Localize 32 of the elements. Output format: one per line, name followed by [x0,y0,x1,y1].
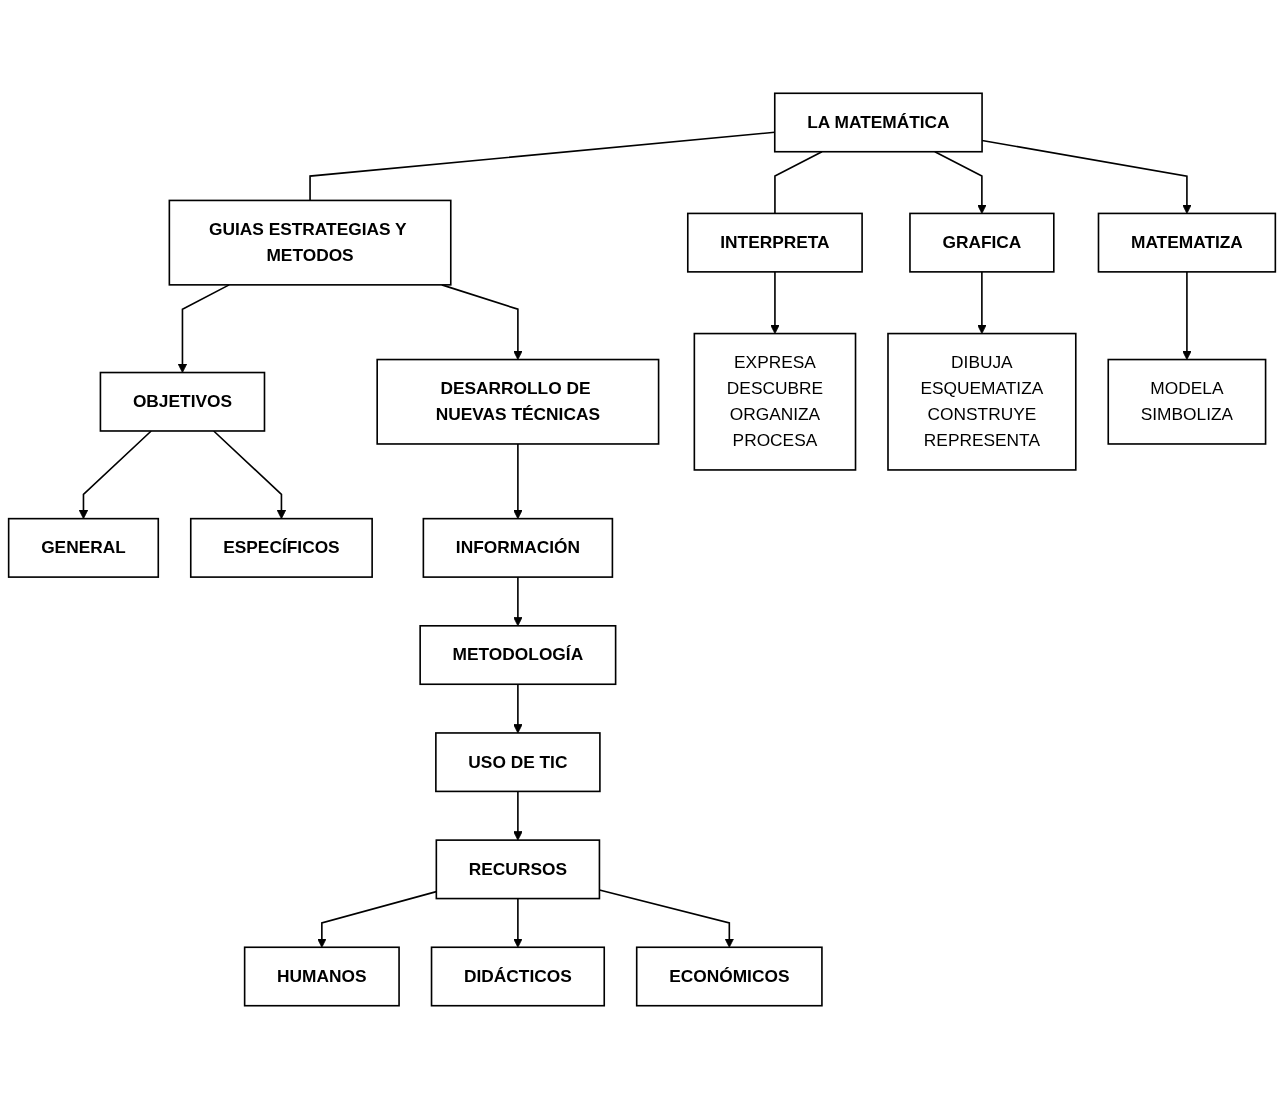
node-box: DIDÁCTICOS [430,946,606,1007]
arrow [78,430,152,520]
node-box: METODOLOGÍA [419,625,617,686]
node-box: MATEMATIZA [1097,212,1277,273]
node-box: DIBUJA ESQUEMATIZA CONSTRUYE REPRESENTA [887,332,1077,471]
arrow [212,430,287,520]
arrow [770,271,780,334]
arrow [513,790,523,841]
node-box: ESPECÍFICOS [189,517,373,578]
arrow [513,443,523,520]
node-box: USO DE TIC [435,732,601,793]
node-box: MODELA SIMBOLIZA [1107,358,1267,445]
arrow [513,683,523,734]
node-box: RECURSOS [435,839,601,900]
arrow [513,897,523,948]
node-box: GRAFICA [909,212,1055,273]
node-box: OBJETIVOS [99,371,266,432]
node-box: DESARROLLO DE NUEVAS TÉCNICAS [376,358,660,445]
node-box: EXPRESA DESCUBRE ORGANIZA PROCESA [693,332,857,471]
arrow [513,576,523,627]
node-box: GENERAL [7,517,160,578]
arrow [934,150,987,214]
node-box: GUIAS ESTRATEGIAS Y METODOS [168,199,452,286]
node-box: ECONÓMICOS [635,946,823,1007]
arrow [441,284,523,360]
arrow [177,284,230,373]
arrow [1182,271,1192,360]
node-box: HUMANOS [243,946,400,1007]
arrow [977,271,987,334]
node-box: INTERPRETA [686,212,863,273]
node-box: INFORMACIÓN [422,517,614,578]
node-box: LA MATEMÁTICA [773,92,983,153]
